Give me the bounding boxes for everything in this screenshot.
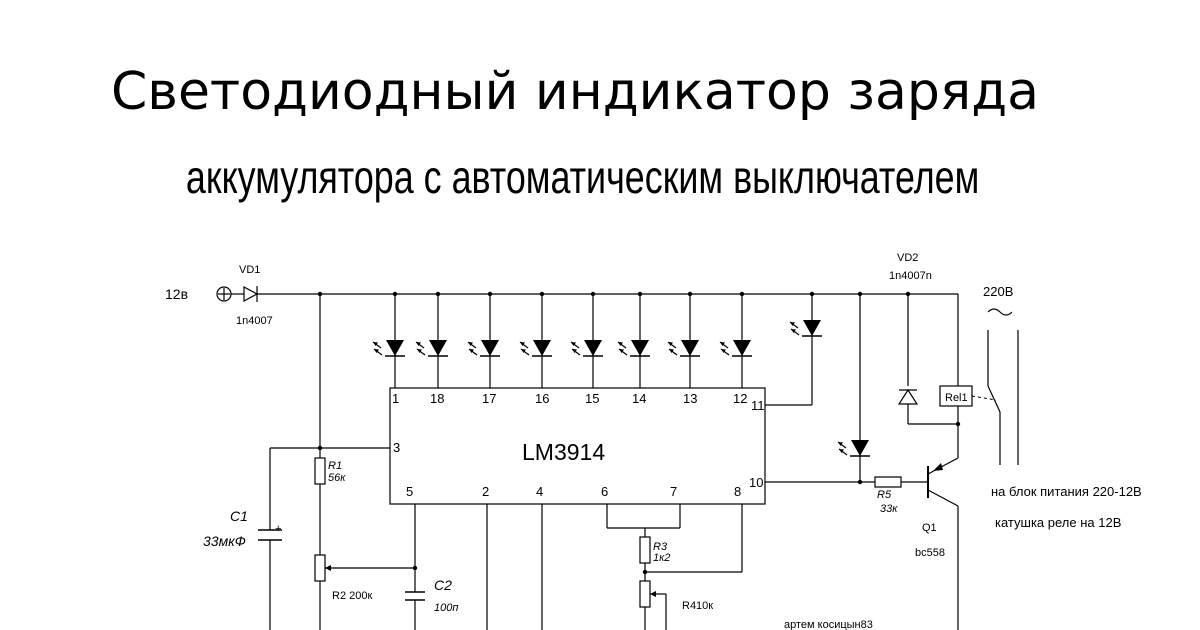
transistor-q1 bbox=[927, 457, 959, 630]
c1-value: 33мкФ bbox=[203, 533, 246, 549]
led-column-16 bbox=[519, 294, 553, 390]
pin-label-16: 16 bbox=[535, 391, 549, 406]
author-credit: артем косицын83 bbox=[784, 619, 873, 630]
r4-label: R410к bbox=[682, 600, 713, 612]
resistor-r3 bbox=[639, 536, 651, 564]
pin-label-10: 10 bbox=[749, 475, 763, 490]
led-column-18 bbox=[415, 294, 449, 390]
r5-name: R5 bbox=[877, 489, 892, 501]
diode-vd2 bbox=[897, 388, 919, 405]
c2-value: 100п bbox=[434, 602, 458, 614]
r1-name: R1 bbox=[328, 460, 342, 472]
r3-value: 1к2 bbox=[653, 552, 670, 564]
pin-label-18: 18 bbox=[430, 391, 444, 406]
q1-name: Q1 bbox=[922, 522, 937, 534]
relay-name: Rel1 bbox=[945, 392, 968, 404]
c1-polarity: + bbox=[275, 523, 281, 535]
relay-contacts bbox=[971, 330, 1019, 465]
pin-label-11: 11 bbox=[751, 398, 765, 413]
led-column-1 bbox=[372, 294, 406, 390]
title-line-2: аккумулятора с автоматическим выключател… bbox=[185, 151, 980, 203]
pin-label-12: 12 bbox=[733, 391, 747, 406]
diode-vd1 bbox=[243, 285, 259, 303]
pin-label-6: 6 bbox=[601, 484, 608, 499]
ic-lm3914 bbox=[389, 387, 766, 505]
q1-value: bc558 bbox=[915, 547, 945, 559]
vd2-value: 1n4007n bbox=[889, 270, 932, 282]
led-column-12 bbox=[719, 294, 753, 390]
capacitor-c2 bbox=[405, 591, 425, 630]
resistor-r5 bbox=[874, 476, 902, 488]
r5-value: 33к bbox=[880, 503, 898, 515]
pin-label-3: 3 bbox=[393, 440, 400, 455]
vd1-name: VD1 bbox=[239, 264, 260, 276]
pin-label-1: 1 bbox=[392, 391, 399, 406]
vd1-value: 1n4007 bbox=[236, 315, 273, 327]
pin-label-5: 5 bbox=[406, 484, 413, 499]
potentiometer-r2 bbox=[314, 554, 415, 630]
ic-name: LM3914 bbox=[522, 439, 605, 465]
pin-label-17: 17 bbox=[482, 391, 496, 406]
pin-label-15: 15 bbox=[585, 391, 599, 406]
c2-name: C2 bbox=[434, 577, 452, 593]
c1-name: C1 bbox=[230, 508, 248, 524]
note-power-supply: на блок питания 220-12В bbox=[991, 484, 1142, 499]
led-column-15 bbox=[570, 294, 604, 390]
note-relay-coil: катушка реле на 12В bbox=[995, 515, 1121, 530]
pin-label-14: 14 bbox=[632, 391, 646, 406]
led-column-17 bbox=[467, 294, 501, 390]
led-transistor-branch bbox=[837, 294, 871, 482]
pin-label-7: 7 bbox=[670, 484, 677, 499]
pin-label-13: 13 bbox=[683, 391, 697, 406]
capacitor-c1 bbox=[258, 529, 282, 630]
led-pin-11 bbox=[765, 294, 823, 406]
mains-voltage-label: 220В bbox=[983, 284, 1013, 299]
led-column-14 bbox=[617, 294, 651, 390]
r2-label: R2 200к bbox=[332, 590, 372, 602]
potentiometer-r4 bbox=[639, 580, 667, 630]
r3-name: R3 bbox=[653, 541, 668, 553]
led-column-13 bbox=[667, 294, 701, 390]
resistor-r1 bbox=[314, 457, 326, 485]
vd2-name: VD2 bbox=[897, 252, 918, 264]
pin-label-8: 8 bbox=[734, 484, 741, 499]
title-line-1: Светодиодный индикатор заряда bbox=[110, 62, 1040, 122]
pin-label-2: 2 bbox=[482, 484, 489, 499]
r1-value: 56к bbox=[328, 472, 346, 484]
input-voltage-label: 12в bbox=[165, 286, 188, 302]
pin-label-4: 4 bbox=[536, 484, 543, 499]
ac-symbol bbox=[987, 308, 1013, 316]
